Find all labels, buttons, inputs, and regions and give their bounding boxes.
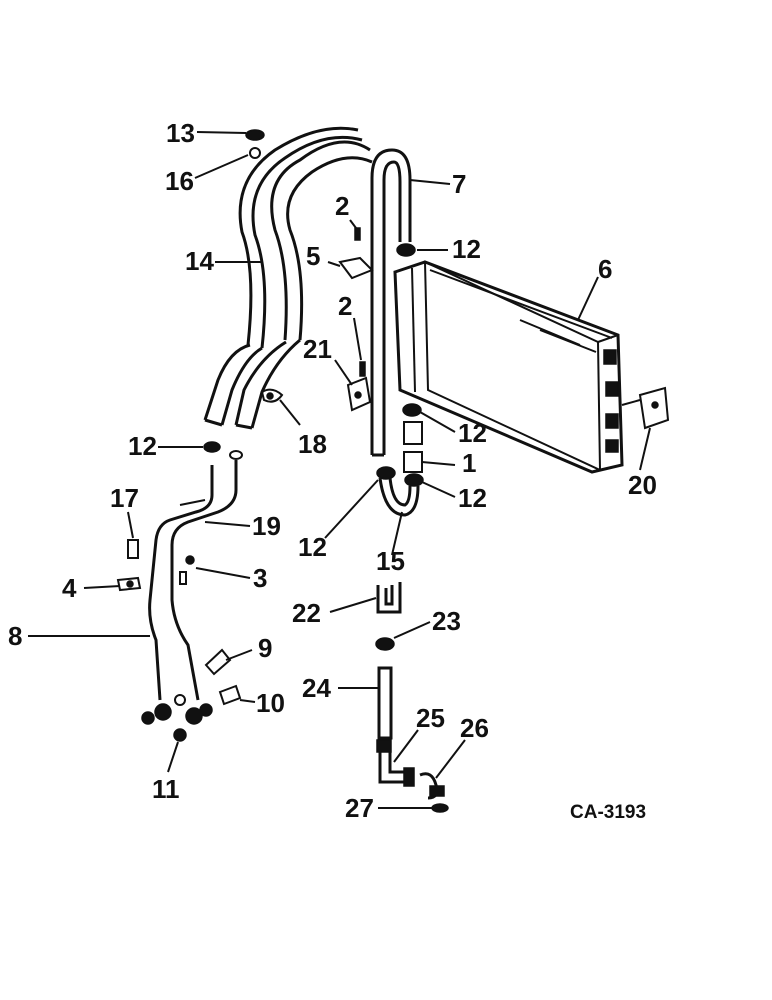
callout-7: 7 (452, 169, 466, 199)
hose-7 (370, 148, 412, 457)
oil-cooler (393, 260, 624, 474)
screw-3 (179, 555, 195, 585)
nut-16 (249, 147, 261, 159)
callout-11: 11 (152, 774, 180, 804)
callout-20: 20 (628, 470, 657, 500)
fitting-17 (127, 539, 139, 559)
callout-1: 1 (462, 448, 476, 478)
callout-12-radiator-lower: 12 (458, 483, 487, 513)
screw-2-lower (359, 361, 366, 377)
callout-25: 25 (416, 703, 445, 733)
callout-12-radiator-upper: 12 (458, 418, 487, 448)
clamp-12-radiator-upper (402, 403, 422, 417)
callout-18: 18 (298, 429, 327, 459)
nut-11 (173, 728, 187, 742)
callout-4: 4 (62, 573, 77, 603)
callout-27: 27 (345, 793, 374, 823)
tube-22 (376, 582, 402, 614)
callout-16: 16 (165, 166, 194, 196)
hose-15 (378, 477, 420, 517)
callout-3: 3 (253, 563, 267, 593)
callout-21: 21 (303, 334, 332, 364)
callout-17: 17 (110, 483, 139, 513)
figure-code: CA-3193 (570, 802, 646, 823)
bracket-21 (346, 376, 372, 412)
clip-18 (260, 388, 284, 403)
clamp-12-hose-7 (376, 466, 396, 480)
clamp-12-top (396, 243, 416, 257)
elbow-25 (376, 739, 415, 787)
screw-2-upper (354, 227, 361, 241)
clamp-13 (245, 129, 265, 141)
clip-5 (338, 256, 374, 280)
connector-10 (199, 684, 242, 717)
callout-9: 9 (258, 633, 272, 663)
callout-2-upper: 2 (335, 191, 349, 221)
hoses-14 (203, 126, 373, 430)
hose-24 (377, 666, 393, 740)
callout-6: 6 (598, 254, 612, 284)
clamp-12-radiator-lower (404, 473, 424, 487)
clamp-12-left (203, 441, 221, 453)
callout-23: 23 (432, 606, 461, 636)
callout-12-hose: 12 (298, 532, 327, 562)
bracket-20 (638, 386, 670, 430)
callout-15: 15 (376, 546, 405, 576)
elbow-26 (419, 772, 445, 800)
fittings-bottom (141, 694, 203, 725)
callout-2-lower: 2 (338, 291, 352, 321)
callout-12-left: 12 (128, 431, 157, 461)
connector-9 (204, 648, 232, 676)
callout-8: 8 (8, 621, 22, 651)
callout-14: 14 (185, 246, 214, 276)
tubes-8-19 (148, 460, 238, 701)
o-ring-27 (431, 803, 449, 813)
callout-10: 10 (256, 688, 285, 718)
callout-19: 19 (252, 511, 281, 541)
connector-4 (116, 576, 142, 592)
clamp-23 (375, 637, 395, 651)
coupling-1 (403, 421, 423, 473)
leader-lines (28, 131, 651, 809)
cap-left (229, 450, 243, 460)
callout-22: 22 (292, 598, 321, 628)
callout-5: 5 (306, 241, 320, 271)
callout-13: 13 (166, 118, 195, 148)
callout-26: 26 (460, 713, 489, 743)
callout-labels: 13 16 14 7 2 5 12 6 2 21 18 12 12 1 12 2… (8, 118, 657, 823)
callout-24: 24 (302, 673, 331, 703)
callout-12-top: 12 (452, 234, 481, 264)
